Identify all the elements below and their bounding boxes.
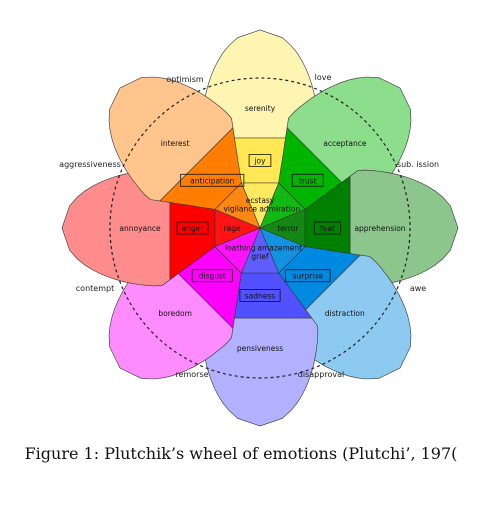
label-sadness-intense: grief [251,252,269,261]
label-joy-basic: joy [253,157,266,166]
outer-label-submission: sub. ission [397,160,439,169]
outer-label-contempt: contempt [76,284,114,293]
label-sadness-mild-group: pensiveness [237,344,283,353]
label-sadness-mild: pensiveness [237,344,283,353]
outer-label-remorse: remorse [175,370,208,379]
label-fear-basic: fear [320,224,336,233]
label-fear-mild: apprehension [354,224,405,233]
label-disgust-basic-box [191,269,233,283]
label-anticipation-basic-box [180,173,245,187]
label-trust-basic-box [291,173,324,187]
label-sadness-basic-box [239,289,281,302]
label-fear-intense: terror [277,224,299,233]
label-sadness-basic: sadness [245,292,276,301]
label-anger-basic-box [176,221,209,235]
label-trust-basic: trust [299,176,317,185]
label-layer: serenity joy ecstasy acceptance trust admirat… [119,104,405,353]
label-joy-basic-group: joy [248,154,272,167]
label-sadness-intense-group: grief [251,252,269,261]
label-trust-mild-group: acceptance [323,139,367,148]
outer-label-disapproval: disapproval [298,370,344,379]
label-fear-basic-group: fear [313,221,342,235]
label-anger-mild-group: annoyance [119,224,161,233]
figure-caption: Figure 1: Plutchik’s wheel of emotions (… [24,444,458,463]
label-surprise-mild: distraction [325,309,365,318]
label-anticipation-intense-group: vigilance [223,204,257,213]
label-joy-basic-box [248,154,272,167]
outer-label-aggressiveness: aggressiveness [59,160,121,169]
petal-anticipation-intense [214,182,261,229]
label-disgust-mild: boredom [158,309,192,318]
label-anticipation-basic: anticipation [190,176,235,185]
outer-label-love: love [315,73,332,82]
label-anger-basic-group: anger [176,221,209,235]
label-joy-intense: ecstasy [246,196,275,205]
label-fear-mild-group: apprehension [354,224,405,233]
label-surprise-basic: surprise [293,272,324,281]
label-anticipation-mild: interest [161,139,190,148]
label-anger-basic: anger [182,224,205,233]
label-disgust-intense: loathing [225,244,256,253]
label-disgust-mild-group: boredom [158,309,192,318]
label-surprise-intense: amazement [257,244,302,253]
label-anticipation-mild-group: interest [161,139,190,148]
label-surprise-basic-box [284,269,331,283]
outer-label-optimism: optimism [166,75,204,84]
label-sadness-basic-group: sadness [239,289,281,302]
plutchik-wheel-figure: serenity joy ecstasy acceptance trust admirat… [59,29,459,427]
label-trust-intense-group: admiration [259,204,300,213]
label-surprise-basic-group: surprise [284,269,331,283]
label-surprise-intense-group: amazement [257,244,302,253]
label-anger-intense-group: rage [224,224,241,233]
label-trust-intense: admiration [259,204,300,213]
dashed-ring [109,77,411,379]
label-joy-mild-group: serenity [245,104,276,113]
label-disgust-basic-group: disgust [191,269,233,283]
label-fear-basic-box [313,221,342,235]
label-anticipation-basic-group: anticipation [180,173,245,187]
petal-anticipation-mild [108,76,234,202]
label-anticipation-intense: vigilance [223,204,257,213]
label-anger-intense: rage [224,224,241,233]
petal-layer [61,29,459,427]
petal-anticipation-basic [159,127,242,210]
label-surprise-mild-group: distraction [325,309,365,318]
label-trust-basic-group: trust [291,173,324,187]
outer-label-awe: awe [410,284,426,293]
label-joy-intense-group: ecstasy [246,196,275,205]
label-trust-mild: acceptance [323,139,367,148]
label-fear-intense-group: terror [277,224,299,233]
label-anger-mild: annoyance [119,224,161,233]
label-disgust-basic: disgust [199,272,226,281]
label-joy-mild: serenity [245,104,276,113]
label-disgust-intense-group: loathing [225,244,256,253]
